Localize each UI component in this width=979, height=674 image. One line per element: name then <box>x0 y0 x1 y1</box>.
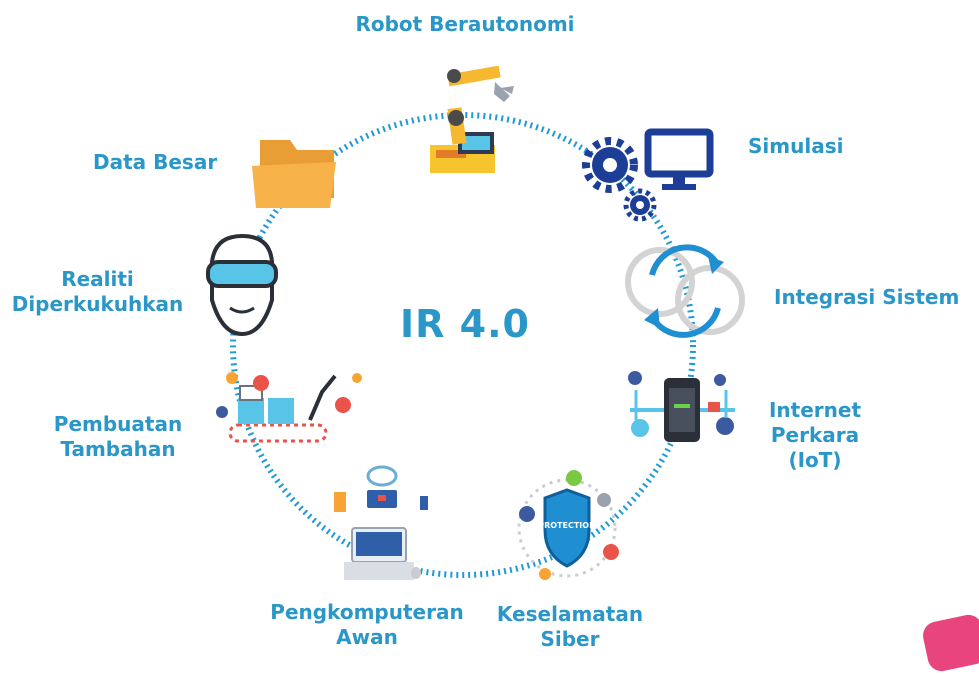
label-line: Integrasi Sistem <box>774 285 960 309</box>
ring-circle <box>230 112 696 578</box>
center-title: IR 4.0 <box>400 302 530 346</box>
label-line: Pengkomputeran <box>270 600 464 624</box>
label-line: Siber <box>540 627 600 651</box>
label-line: Robot Berautonomi <box>355 12 575 36</box>
label-robot-berautonomi: Robot Berautonomi <box>320 12 610 37</box>
label-line: (IoT) <box>788 448 842 472</box>
vr-headset-icon <box>206 233 278 337</box>
shield-text: PROTECTION <box>538 521 596 530</box>
label-integrasi-sistem: Integrasi Sistem <box>774 285 959 310</box>
label-line: Awan <box>336 625 398 649</box>
label-simulasi: Simulasi <box>748 134 843 159</box>
label-line: Keselamatan <box>496 602 644 626</box>
label-line: Internet <box>768 398 862 422</box>
ir40-diagram: PROTECTION <box>0 12 979 674</box>
folder-icon <box>252 140 336 208</box>
label-line: Pembuatan <box>53 412 183 436</box>
sync-arrows-icon <box>625 244 745 338</box>
label-line: Perkara <box>770 423 860 447</box>
gears-monitor-icon <box>582 128 714 222</box>
diagram-canvas: PROTECTION <box>206 65 745 580</box>
label-line: Realiti <box>61 267 134 291</box>
label-data-besar: Data Besar <box>93 150 217 175</box>
robot-arm-icon <box>430 65 514 173</box>
label-line: Diperkukuhkan <box>11 292 184 316</box>
label-line: Tambahan <box>60 437 176 461</box>
label-line: Simulasi <box>748 134 844 158</box>
iot-phone-icon <box>628 371 735 442</box>
label-line: Data Besar <box>93 150 218 174</box>
cloud-laptop-icon <box>334 465 428 580</box>
factory-assembly-icon <box>216 372 362 443</box>
shield-protection-icon: PROTECTION <box>517 470 619 580</box>
